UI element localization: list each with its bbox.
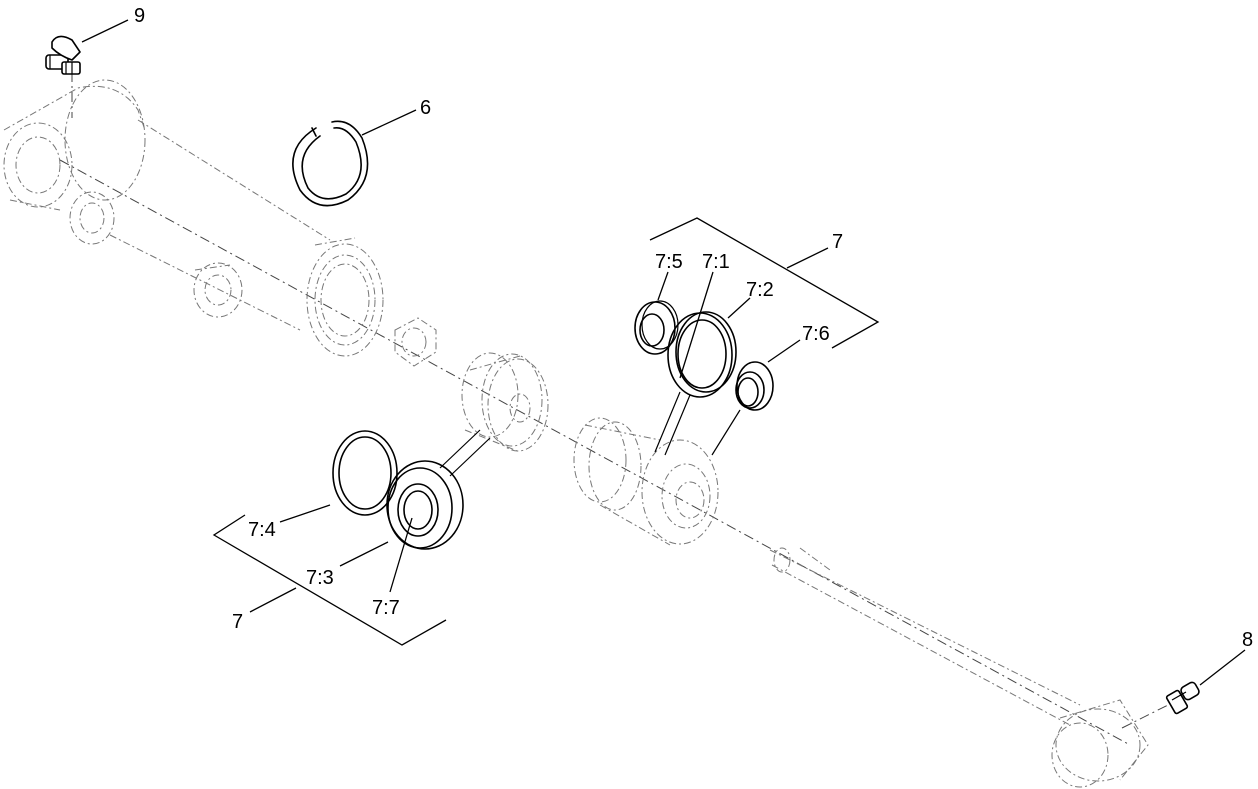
seal-7-5 bbox=[634, 300, 679, 355]
cylinder-barrel bbox=[3, 79, 384, 357]
seal-7-1-and-7-2 bbox=[654, 311, 737, 456]
grease-fitting-straight bbox=[1165, 681, 1200, 715]
seal-7-3-and-7-7 bbox=[386, 429, 491, 550]
callout-7-3: 7:3 bbox=[306, 567, 334, 589]
grease-fitting-elbow bbox=[45, 35, 81, 75]
callout-7-4: 7:4 bbox=[248, 519, 276, 541]
callout-labels: 9 6 7 7:5 7:1 7:2 7:6 7:4 7:3 7:7 7 8 bbox=[134, 5, 1253, 651]
callout-7-1: 7:1 bbox=[702, 251, 730, 273]
leader-lines bbox=[81, 19, 1246, 686]
callout-8: 8 bbox=[1242, 629, 1253, 651]
callout-7-top: 7 bbox=[832, 231, 843, 253]
rod-gland bbox=[573, 417, 719, 546]
piston-nut bbox=[394, 317, 437, 367]
assembly-axis bbox=[59, 72, 1179, 746]
callout-9: 9 bbox=[134, 5, 145, 27]
callout-7-6: 7:6 bbox=[802, 323, 830, 345]
assembly-bracket-bottom bbox=[212, 514, 447, 646]
snap-ring bbox=[292, 120, 369, 207]
callout-7-2: 7:2 bbox=[746, 279, 774, 301]
callout-7-7: 7:7 bbox=[372, 597, 400, 619]
o-ring-7-4 bbox=[332, 430, 398, 516]
seal-7-6 bbox=[711, 361, 774, 456]
callout-7-5: 7:5 bbox=[655, 251, 683, 273]
piston-rod bbox=[769, 547, 1149, 788]
callout-6: 6 bbox=[420, 97, 431, 119]
callout-7-bottom: 7 bbox=[232, 611, 243, 633]
assembly-bracket-top bbox=[649, 217, 880, 349]
piston bbox=[461, 352, 549, 453]
